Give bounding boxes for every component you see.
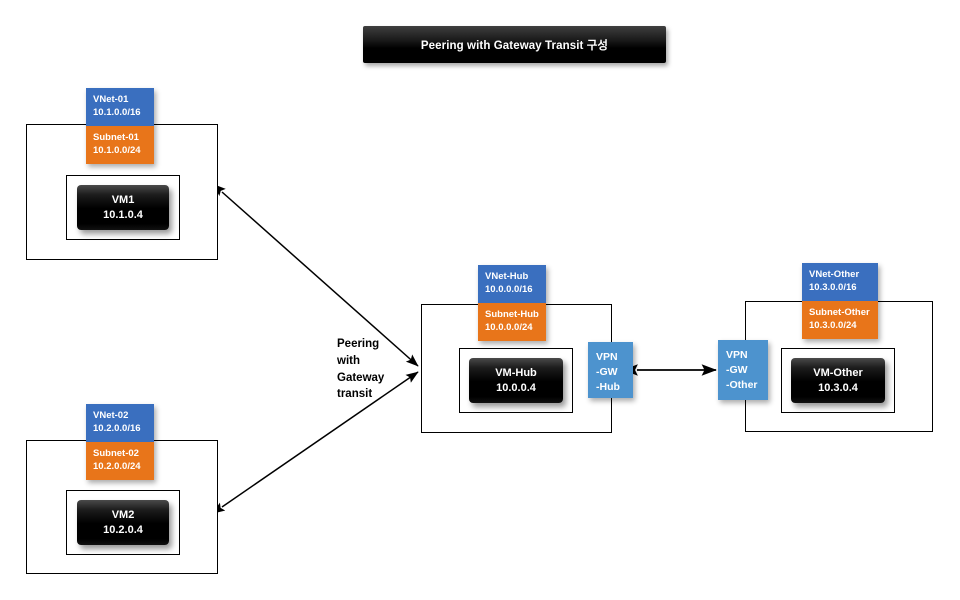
vm-box-vnet-02[interactable]: VM2 10.2.0.4 — [77, 500, 169, 545]
vm-box-vnet-hub[interactable]: VM-Hub 10.0.0.4 — [469, 358, 563, 403]
subnet-cidr: 10.1.0.0/24 — [93, 145, 141, 157]
subnet-label-vnet-01: Subnet-01 10.1.0.0/24 — [86, 125, 154, 164]
vnet-label-vnet-other: VNet-Other 10.3.0.0/16 — [802, 263, 878, 301]
peering-caption-line2: with — [337, 354, 360, 367]
vpn-gateway-line3: -Other — [726, 379, 758, 392]
vpn-gateway-line2: -GW — [596, 366, 618, 379]
vnet-name: VNet-01 — [93, 94, 129, 105]
subnet-label-vnet-02: Subnet-02 10.2.0.0/24 — [86, 441, 154, 480]
vnet-label-stack-vnet-other[interactable]: VNet-Other 10.3.0.0/16 Subnet-Other 10.3… — [802, 263, 878, 339]
subnet-label-vnet-other: Subnet-Other 10.3.0.0/24 — [802, 300, 878, 339]
vpn-gateway-line1: VPN — [726, 349, 748, 361]
vm-ip: 10.1.0.4 — [103, 208, 143, 221]
subnet-name: Subnet-02 — [93, 447, 139, 459]
vm-name: VM1 — [111, 193, 135, 206]
peering-caption-line1: Peering — [337, 338, 380, 350]
vnet-cidr: 10.0.0.0/16 — [485, 284, 533, 296]
vpn-gateway-line1: VPN — [596, 351, 618, 363]
vm-ip: 10.3.0.4 — [818, 381, 858, 394]
vnet-name: VNet-Other — [809, 269, 860, 280]
vnet-cidr: 10.3.0.0/16 — [809, 282, 857, 294]
vnet-name: VNet-Hub — [485, 271, 529, 282]
vnet-label-stack-vnet-02[interactable]: VNet-02 10.2.0.0/16 Subnet-02 10.2.0.0/2… — [86, 404, 154, 480]
vnet-name: VNet-02 — [93, 410, 129, 421]
vnet-cidr: 10.2.0.0/16 — [93, 423, 141, 435]
subnet-name: Subnet-Hub — [485, 308, 539, 320]
vm-name: VM-Other — [813, 366, 863, 379]
vnet-label-stack-vnet-01[interactable]: VNet-01 10.1.0.0/16 Subnet-01 10.1.0.0/2… — [86, 88, 154, 164]
diagram-title-banner: Peering with Gateway Transit 구성 — [363, 26, 666, 63]
vpn-gateway-line3: -Hub — [596, 381, 620, 394]
peering-caption-line3: Gateway — [337, 371, 385, 384]
subnet-cidr: 10.2.0.0/24 — [93, 461, 141, 473]
vm-name: VM2 — [111, 508, 135, 521]
peering-caption: Peering with Gateway transit — [337, 336, 407, 403]
subnet-cidr: 10.0.0.0/24 — [485, 322, 533, 334]
vm-box-vnet-other[interactable]: VM-Other 10.3.0.4 — [791, 358, 885, 403]
subnet-name: Subnet-Other — [809, 306, 870, 318]
subnet-cidr: 10.3.0.0/24 — [809, 320, 857, 332]
vnet-cidr: 10.1.0.0/16 — [93, 107, 141, 119]
vnet-label-vnet-hub: VNet-Hub 10.0.0.0/16 — [478, 265, 546, 303]
vnet-label-vnet-01: VNet-01 10.1.0.0/16 — [86, 88, 154, 126]
vpn-gateway-line2: -GW — [726, 364, 748, 377]
vm-name: VM-Hub — [495, 366, 537, 379]
peering-caption-line4: transit — [337, 388, 373, 401]
vm-box-vnet-01[interactable]: VM1 10.1.0.4 — [77, 185, 169, 230]
vnet-label-vnet-02: VNet-02 10.2.0.0/16 — [86, 404, 154, 442]
vpn-gateway-hub[interactable]: VPN -GW -Hub — [588, 342, 633, 398]
vm-ip: 10.2.0.4 — [103, 523, 143, 536]
diagram-title-text: Peering with Gateway Transit 구성 — [420, 39, 609, 52]
subnet-name: Subnet-01 — [93, 131, 139, 143]
vpn-gateway-other[interactable]: VPN -GW -Other — [718, 340, 768, 400]
vm-ip: 10.0.0.4 — [496, 381, 536, 394]
subnet-label-vnet-hub: Subnet-Hub 10.0.0.0/24 — [478, 302, 546, 341]
vnet-label-stack-vnet-hub[interactable]: VNet-Hub 10.0.0.0/16 Subnet-Hub 10.0.0.0… — [478, 265, 546, 341]
